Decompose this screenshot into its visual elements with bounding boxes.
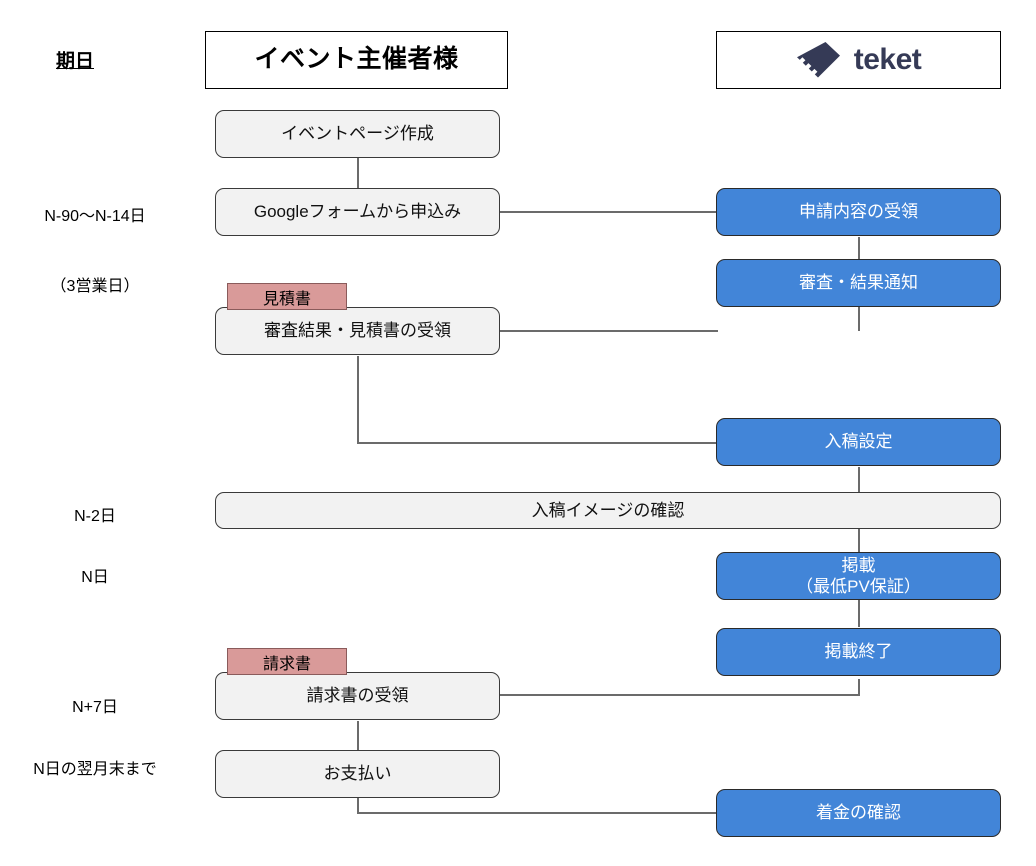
step-receive-quotation-label: 審査結果・見積書の受領 — [264, 321, 451, 341]
document-tag-quotation: 見積書 — [227, 283, 347, 310]
connector-end-drop — [858, 679, 860, 696]
step-publish-end[interactable]: 掲載終了 — [716, 628, 1001, 676]
step-payment[interactable]: お支払い — [215, 750, 500, 798]
connector-review-drop — [858, 307, 860, 331]
step-confirm-creative[interactable]: 入稿イメージの確認 — [215, 492, 1001, 529]
step-creative-setup-label: 入稿設定 — [824, 432, 893, 452]
step-review-notify-label: 審査・結果通知 — [799, 273, 918, 293]
connector-create-to-apply — [357, 158, 359, 190]
date-label-publish: N日 — [81, 569, 109, 586]
step-review-notify[interactable]: 審査・結果通知 — [716, 259, 1001, 307]
date-label-payment: N日の翌月末まで — [33, 761, 157, 778]
connector-receive-to-review — [858, 237, 860, 263]
step-publish[interactable]: 掲載 （最低PV保証） — [716, 552, 1001, 600]
connector-review-to-quote — [500, 330, 718, 332]
date-label-review: （3営業日） — [50, 278, 140, 295]
column-header-teket: teket — [716, 31, 1001, 89]
connector-apply-to-receive — [500, 211, 718, 213]
ticket-icon — [796, 42, 840, 78]
document-tag-invoice: 請求書 — [227, 648, 347, 675]
column-header-organizer: イベント主催者様 — [205, 31, 508, 89]
step-apply-form-label: Googleフォームから申込み — [253, 202, 462, 222]
connector-pay-to-confirm — [357, 812, 718, 814]
date-column-heading: 期日 — [55, 51, 94, 72]
step-confirm-payment-label: 着金の確認 — [816, 803, 901, 823]
step-publish-label: 掲載 — [841, 555, 876, 575]
step-apply-form[interactable]: Googleフォームから申込み — [215, 188, 500, 236]
step-receive-application[interactable]: 申請内容の受領 — [716, 188, 1001, 236]
step-creative-setup[interactable]: 入稿設定 — [716, 418, 1001, 466]
step-confirm-creative-label: 入稿イメージの確認 — [531, 500, 685, 520]
step-confirm-payment[interactable]: 着金の確認 — [716, 789, 1001, 837]
step-publish-sublabel: （最低PV保証） — [796, 577, 921, 596]
step-receive-application-label: 申請内容の受領 — [799, 202, 918, 222]
step-receive-quotation[interactable]: 審査結果・見積書の受領 — [215, 307, 500, 355]
step-receive-invoice[interactable]: 請求書の受領 — [215, 672, 500, 720]
teket-wordmark: teket — [853, 43, 922, 77]
connector-publish-to-end — [858, 600, 860, 627]
connector-confirm-to-publish — [858, 528, 860, 553]
column-header-organizer-label: イベント主催者様 — [254, 45, 459, 74]
connector-bill-to-pay — [357, 721, 359, 751]
connector-end-to-bill — [500, 694, 860, 696]
date-label-preview: N-2日 — [74, 508, 116, 525]
step-create-page-label: イベントページ作成 — [281, 124, 434, 144]
connector-setup-to-confirm — [858, 467, 860, 493]
connector-pay-drop — [357, 787, 359, 813]
date-label-apply: N-90〜N-14日 — [44, 208, 146, 225]
connector-quote-to-setup — [357, 442, 718, 444]
connector-quote-drop — [357, 356, 359, 443]
step-create-page[interactable]: イベントページ作成 — [215, 110, 500, 158]
step-publish-end-label: 掲載終了 — [824, 642, 893, 662]
date-label-invoice: N+7日 — [72, 699, 118, 716]
step-payment-label: お支払い — [323, 764, 392, 784]
step-receive-invoice-label: 請求書の受領 — [306, 686, 409, 706]
teket-logo: teket — [796, 40, 922, 80]
